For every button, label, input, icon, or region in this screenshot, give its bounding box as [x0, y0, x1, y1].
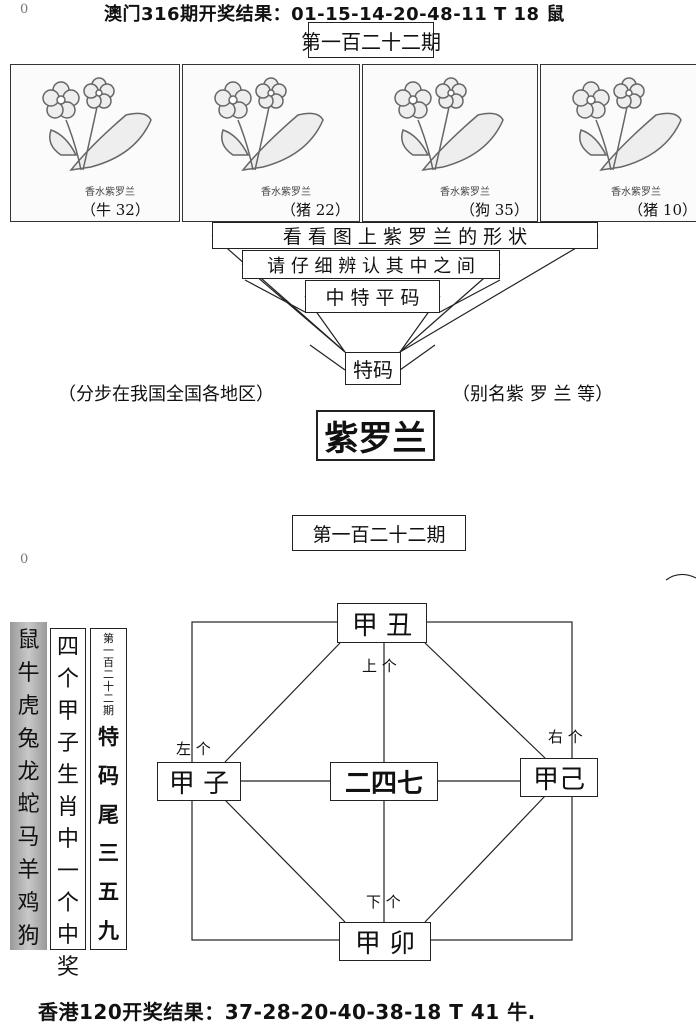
flower-panel: 香水紫罗兰 （猪 10）	[540, 64, 696, 222]
node-top: 甲 丑	[337, 603, 427, 643]
zodiac-char: 兔	[17, 726, 40, 752]
hint-char: 四	[56, 635, 79, 660]
left-hint: 左 个	[176, 740, 211, 758]
flower-label: （猪 22）	[281, 201, 350, 219]
second-corner-mark: 0	[20, 552, 29, 567]
flower-caption: 香水紫罗兰	[85, 187, 135, 198]
period-char: 期	[103, 704, 114, 717]
hint-char: 生	[56, 763, 79, 788]
hint-char: 个	[56, 667, 79, 692]
zodiac-char: 虎	[17, 693, 40, 719]
tail-char: 五	[98, 878, 119, 904]
period-char: 二	[103, 692, 114, 705]
macau-result-line: 澳门316期开奖结果：01-15-14-20-48-11 T 18 鼠	[104, 4, 565, 25]
violet-flower-icon	[42, 77, 152, 172]
tail-char: 特	[98, 724, 119, 750]
node-center: 二四七	[330, 762, 438, 801]
flower-caption: 香水紫罗兰	[261, 187, 311, 198]
period-char: 一	[103, 644, 114, 657]
zodiac-char: 龙	[17, 759, 40, 785]
zodiac-column: 鼠牛虎兔龙蛇马羊鸡狗	[10, 622, 47, 950]
period-char: 百	[103, 656, 114, 669]
period-char: 第	[103, 632, 114, 645]
tail-char: 码	[98, 762, 119, 788]
hint-char: 子	[56, 731, 79, 756]
node-bottom: 甲 卯	[339, 922, 431, 961]
zodiac-char: 牛	[17, 661, 40, 687]
hint-char: 中	[56, 923, 79, 948]
zodiac-char: 鼠	[17, 628, 40, 654]
hint-char: 肖	[56, 795, 79, 820]
hint-column: 四个甲子生肖中一个中奖	[50, 628, 86, 980]
zodiac-char: 狗	[17, 923, 40, 949]
second-period-title: 第一百二十二期	[292, 515, 466, 551]
hint-char: 奖	[56, 955, 79, 980]
flower-label: （狗 35）	[460, 201, 529, 219]
violet-flower-icon	[394, 77, 504, 172]
flower-panel: 香水紫罗兰 （牛 32）	[10, 64, 180, 222]
flower-caption: 香水紫罗兰	[440, 187, 490, 198]
bottom-hint: 下 个	[366, 893, 401, 911]
tail-char: 三	[98, 840, 119, 866]
zodiac-char: 马	[17, 825, 40, 851]
top-hint: 上 个	[362, 657, 397, 675]
hint-char: 中	[56, 827, 79, 852]
period-title: 第一百二十二期	[301, 22, 441, 58]
riddle-line-1: 看 看 图 上 紫 罗 兰 的 形 状	[212, 222, 598, 249]
answer-box: 紫罗兰	[316, 410, 435, 461]
period-char: 二	[103, 668, 114, 681]
tail-char: 尾	[98, 801, 119, 827]
flower-label: （猪 10）	[628, 201, 696, 219]
zodiac-char: 鸡	[17, 890, 40, 916]
flower-label: （牛 32）	[81, 201, 150, 219]
zodiac-char: 羊	[17, 857, 40, 883]
flower-panel: 香水紫罗兰 （狗 35）	[362, 64, 538, 222]
tail-column: 第一百二十二期 特码尾三五九	[90, 628, 127, 950]
zodiac-char: 蛇	[17, 792, 40, 818]
flower-panel: 香水紫罗兰 （猪 22）	[182, 64, 360, 222]
violet-flower-icon	[572, 77, 682, 172]
hint-char: 甲	[56, 699, 79, 724]
left-note: （分步在我国全国各地区）	[58, 384, 274, 405]
tail-char: 九	[98, 917, 119, 943]
right-note: （别名紫 罗 兰 等）	[452, 384, 614, 405]
hint-char: 个	[56, 891, 79, 916]
hint-char: 一	[56, 859, 79, 884]
corner-mark: 0	[20, 2, 29, 17]
hongkong-result-line: 香港120开奖结果：37-28-20-40-38-18 T 41 牛.	[38, 1000, 536, 1023]
special-code-label: 特码	[345, 352, 401, 385]
riddle-line-2: 请 仔 细 辨 认 其 中 之 间	[242, 250, 500, 279]
riddle-line-3: 中 特 平 码	[305, 280, 440, 313]
violet-flower-icon	[214, 77, 324, 172]
node-left: 甲 子	[157, 762, 241, 801]
flower-caption: 香水紫罗兰	[611, 187, 661, 198]
period-char: 十	[103, 680, 114, 693]
node-right: 甲己	[520, 758, 598, 797]
right-hint: 右 个	[548, 728, 583, 746]
